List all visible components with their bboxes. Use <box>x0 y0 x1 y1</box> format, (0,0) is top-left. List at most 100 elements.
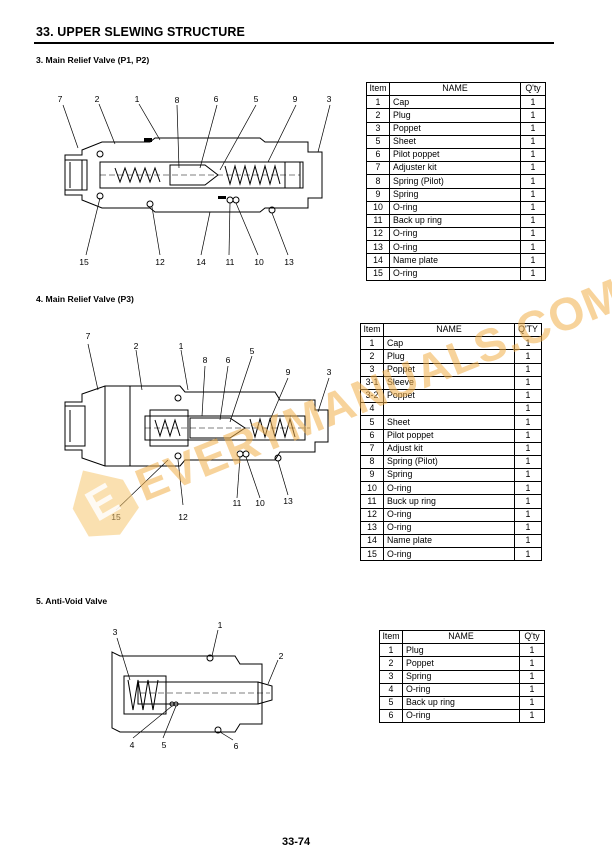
cell-name: O-ring <box>383 481 515 496</box>
cell-qty: 1 <box>520 266 546 281</box>
cell-item: 10 <box>366 200 390 215</box>
callout-label: 2 <box>94 94 100 104</box>
cell-qty: 1 <box>514 349 542 364</box>
diagram-main-relief-valve-p3 <box>64 343 330 511</box>
cell-name: Spring (Pilot) <box>389 174 521 189</box>
cell-name: Cap <box>383 336 515 351</box>
page-title: 33. UPPER SLEWING STRUCTURE <box>36 25 245 39</box>
cell-qty: 1 <box>520 95 546 110</box>
cell-item: 6 <box>360 428 384 443</box>
cell-name: Spring <box>383 468 515 483</box>
cell-qty: 1 <box>520 240 546 255</box>
col-item: Item <box>379 629 403 645</box>
callout-label: 12 <box>178 512 188 522</box>
cell-name: O-ring <box>402 709 520 724</box>
callout-label: 15 <box>79 257 89 267</box>
callout-label: 3 <box>326 94 332 104</box>
callout-label: 5 <box>253 94 259 104</box>
cell-item: 5 <box>360 415 384 430</box>
cell-name: Adjust kit <box>383 441 515 456</box>
cell-qty: 1 <box>514 494 542 509</box>
callout-label: 9 <box>285 367 291 377</box>
cell-qty: 1 <box>520 121 546 136</box>
callout-label: 3 <box>326 367 332 377</box>
cell-qty: 1 <box>520 147 546 163</box>
cell-item: 3-1 <box>360 375 384 390</box>
cell-qty: 1 <box>514 481 542 496</box>
cell-qty: 1 <box>514 533 542 549</box>
cell-name: Sheet <box>383 415 515 430</box>
diagram-main-relief-valve-p1p2 <box>62 103 331 256</box>
cell-qty: 1 <box>514 520 542 536</box>
callout-label: 12 <box>155 257 165 267</box>
cell-name: Pilot poppet <box>383 428 515 443</box>
cell-item: 4 <box>379 682 403 697</box>
cell-name: Back up ring <box>389 213 521 229</box>
col-item: Item <box>366 81 390 97</box>
cell-name: O-ring <box>383 520 515 536</box>
cell-name: Sheet <box>389 134 521 149</box>
cell-name: Adjuster kit <box>389 161 521 176</box>
cell-qty: 1 <box>519 682 545 697</box>
cell-item: 1 <box>366 95 390 110</box>
cell-qty: 1 <box>520 161 546 176</box>
cell-name: Name plate <box>389 253 521 268</box>
cell-name: Poppet <box>402 656 520 671</box>
cell-name: O-ring <box>389 227 521 242</box>
cell-qty: 1 <box>514 362 542 377</box>
cell-name: Sleeve <box>383 375 515 390</box>
col-qty: Q'ty <box>519 629 545 645</box>
cell-item: 1 <box>379 643 403 658</box>
cell-qty: 1 <box>519 643 545 658</box>
cell-qty: 1 <box>514 428 542 443</box>
cell-name: Cap <box>389 95 521 110</box>
cell-item: 15 <box>366 266 390 281</box>
cell-item: 14 <box>360 533 384 549</box>
callout-label: 13 <box>283 496 293 506</box>
cell-item: 3-2 <box>360 388 384 404</box>
cell-name: Back up ring <box>402 695 520 711</box>
cell-name: Poppet <box>383 388 515 404</box>
cell-item: 6 <box>366 147 390 163</box>
col-qty: Q'TY <box>514 322 542 338</box>
table-header-row: Item NAME Q'ty <box>379 629 545 645</box>
cell-item: 11 <box>360 494 384 509</box>
callout-label: 11 <box>232 498 242 508</box>
callout-label: 2 <box>278 651 284 661</box>
cell-item: 3 <box>360 362 384 377</box>
callout-label: 14 <box>196 257 206 267</box>
cell-name: O-ring <box>389 240 521 255</box>
callout-label: 3 <box>112 627 118 637</box>
cell-item: 7 <box>366 161 390 176</box>
cell-item: 5 <box>379 695 403 711</box>
cell-qty: 1 <box>519 656 545 671</box>
cell-qty: 1 <box>514 507 542 522</box>
cell-item: 13 <box>360 520 384 536</box>
callout-label: 1 <box>217 620 223 630</box>
